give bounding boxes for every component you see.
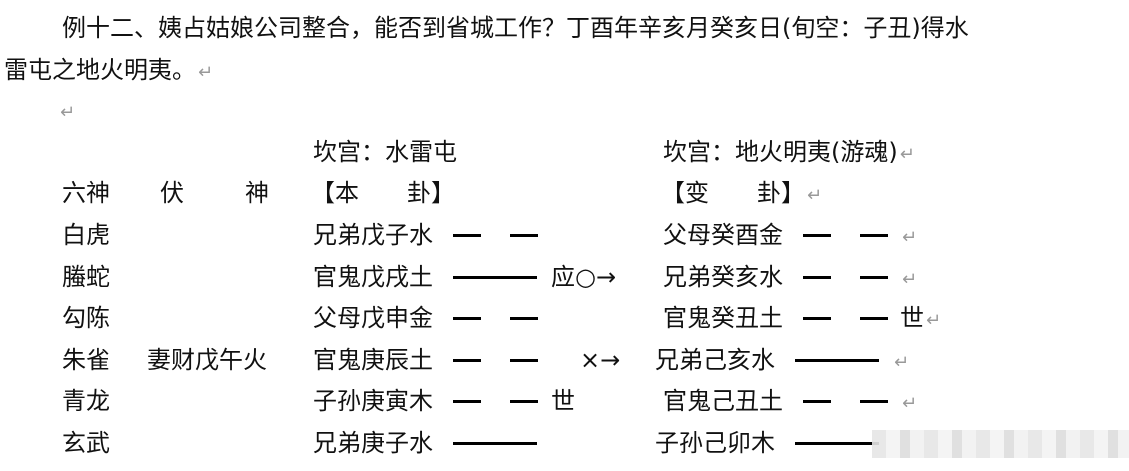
bian-gua-line-text: 官鬼癸丑土 <box>663 304 783 332</box>
bian-yao-yin <box>860 234 888 237</box>
blurred-watermark <box>872 430 1129 458</box>
ben-yao-yin <box>453 358 481 362</box>
dong-yao-mark: ×→ <box>580 345 621 374</box>
bian-yao-yin <box>803 275 831 279</box>
bian-yao-yin <box>803 234 831 237</box>
ben-gua-line-text: 官鬼戊戌土 <box>313 262 433 291</box>
liushen-cell: 螣蛇 <box>62 262 110 291</box>
ben-yao-yin <box>453 234 481 237</box>
empty-paragraph <box>58 95 75 128</box>
bian-gua-line-text: 父母癸酉金 <box>663 221 783 249</box>
ben-yao-yin <box>510 358 538 362</box>
liushen-cell: 朱雀 <box>62 345 110 374</box>
ben-gua-line-text: 子孙庚寅木 <box>313 387 433 415</box>
ben-gua-header: 【本 卦】 <box>311 179 455 207</box>
bian-mark <box>900 386 917 419</box>
ben-gua-line-text: 兄弟戊子水 <box>313 221 433 249</box>
dong-yao-mark: 应○→ <box>551 262 617 291</box>
ben-yao-yang <box>453 441 537 445</box>
bian-gua-header: 【变 卦】 <box>661 178 822 211</box>
ben-yao-yin <box>510 317 538 320</box>
liushen-cell: 白虎 <box>62 221 110 249</box>
liushen-cell: 青龙 <box>62 387 110 415</box>
bian-mark <box>900 220 917 253</box>
fushen-header-2: 神 <box>245 179 269 207</box>
liushen-cell: 玄武 <box>62 428 110 457</box>
dong-yao-mark: 世 <box>551 387 575 415</box>
bian-yao-yin <box>803 400 831 403</box>
ben-gua-line-text: 兄弟庚子水 <box>313 428 433 457</box>
ben-yao-yin <box>510 400 538 403</box>
bian-gua-line-text: 子孙己卯木 <box>655 428 775 457</box>
bian-yao-yin <box>860 317 888 320</box>
bian-mark: 世 <box>900 303 941 336</box>
fushen-header-1: 伏 <box>160 179 184 207</box>
bian-gua-line-text: 兄弟癸亥水 <box>663 262 783 291</box>
bian-gua-line-text: 官鬼己丑土 <box>663 387 783 415</box>
ben-yao-yin <box>453 317 481 320</box>
intro-line-1: 例十二、姨占姑娘公司整合，能否到省城工作？丁酉年辛亥月癸亥日(旬空：子丑)得水 <box>62 14 969 42</box>
ben-gua-line-text: 官鬼庚辰土 <box>313 345 433 374</box>
ben-gua-line-text: 父母戊申金 <box>313 304 433 332</box>
bian-yao-yin <box>860 275 888 279</box>
bian-yao-yin <box>860 400 888 403</box>
bian-mark <box>900 262 917 295</box>
bian-gua-line-text: 兄弟己亥水 <box>655 345 775 374</box>
bian-palace-title: 坎宫：地火明夷(游魂) <box>663 137 915 170</box>
bian-yao-yin <box>803 317 831 320</box>
ben-yao-yin <box>453 400 481 403</box>
liushen-cell: 勾陈 <box>62 304 110 332</box>
ben-yao-yang <box>453 275 537 279</box>
bian-yao-yang <box>795 358 879 362</box>
bian-yao-yang <box>795 441 879 445</box>
ben-yao-yin <box>510 234 538 237</box>
bian-mark <box>892 345 909 378</box>
fushen-cell: 妻财戊午火 <box>147 345 267 374</box>
liushen-header: 六神 <box>62 179 110 207</box>
ben-palace-title: 坎宫：水雷屯 <box>313 138 457 166</box>
intro-line-2: 雷屯之地火明夷。 <box>4 55 213 88</box>
